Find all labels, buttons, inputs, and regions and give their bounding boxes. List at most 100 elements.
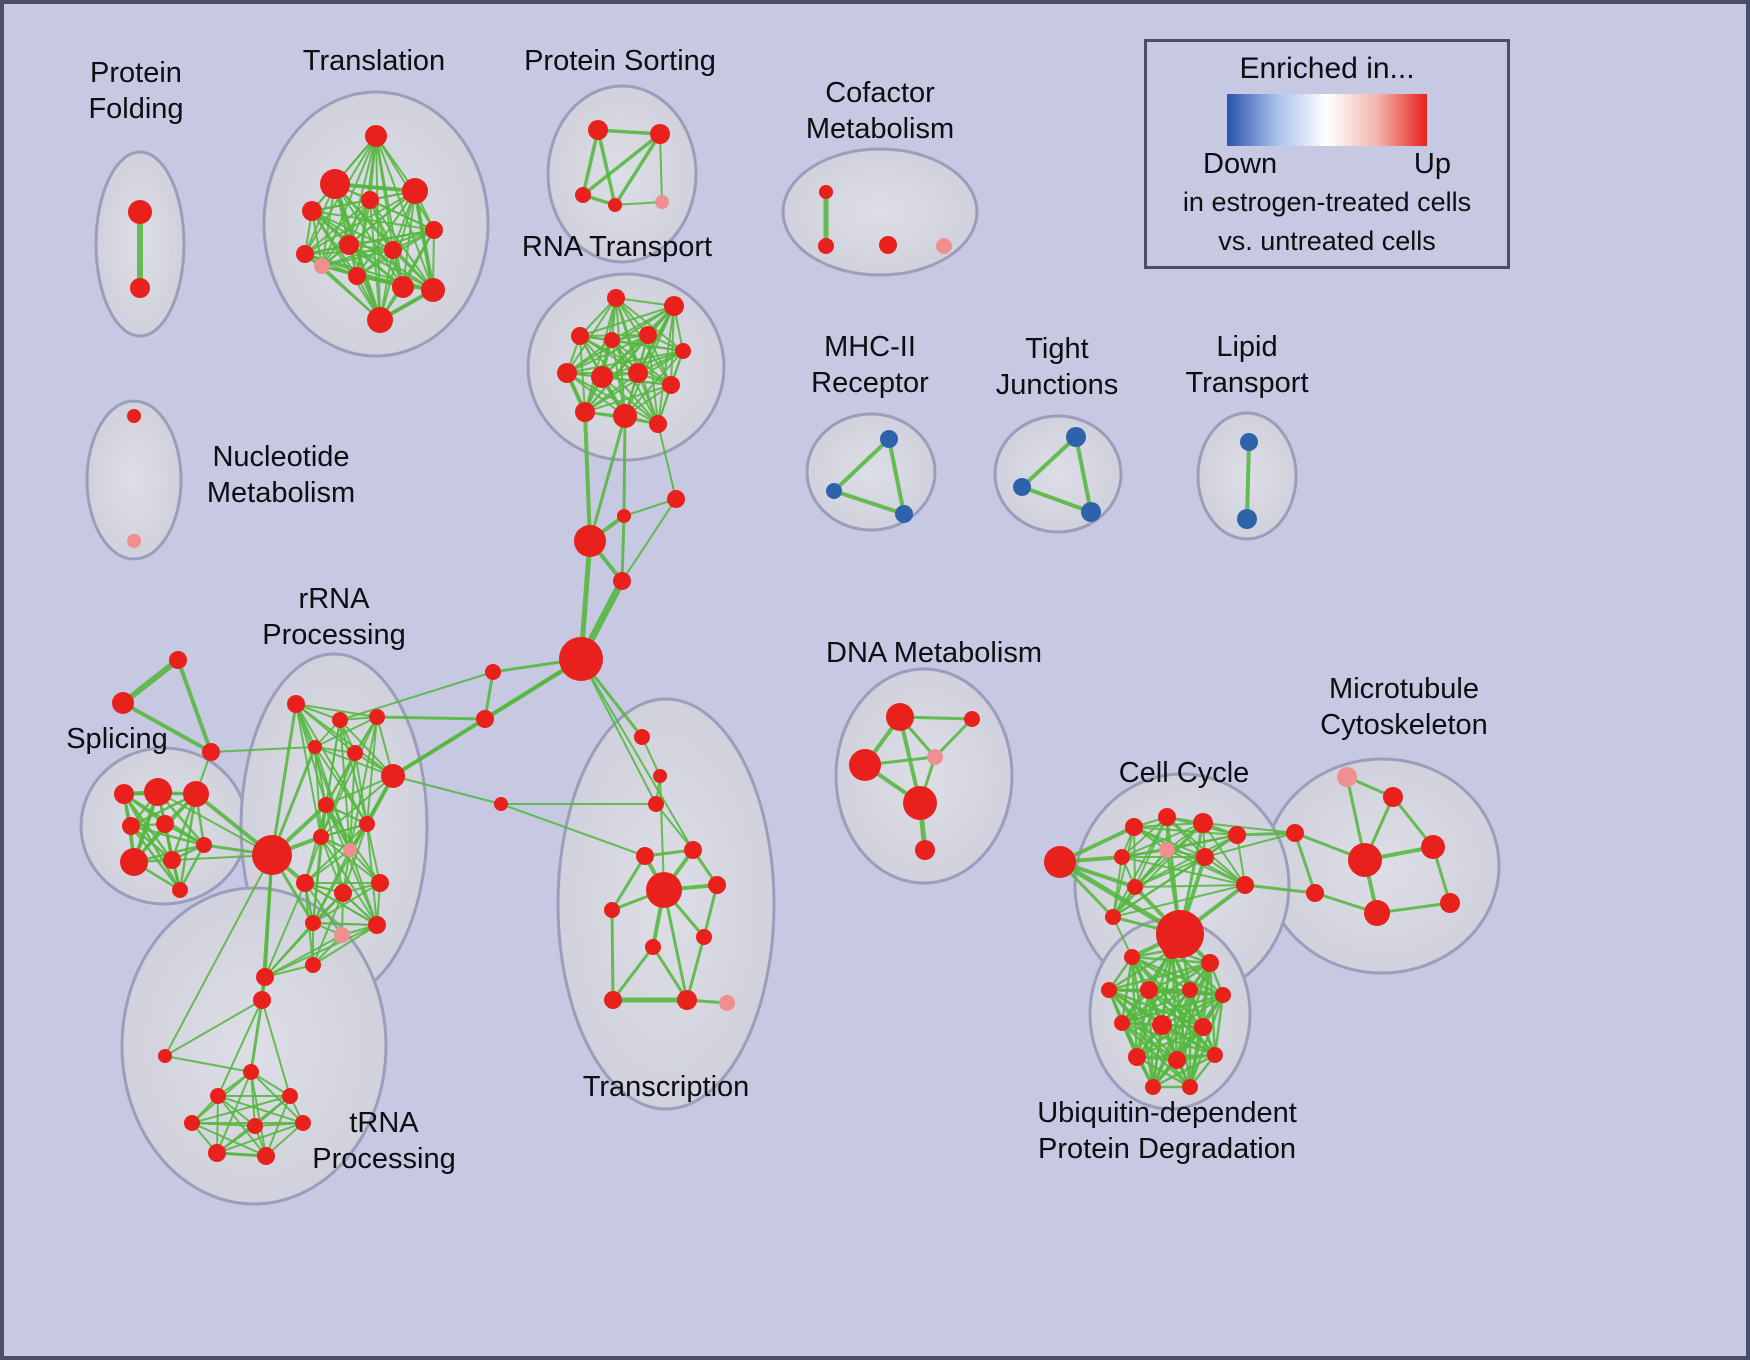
network-node: [381, 764, 405, 788]
network-node: [608, 198, 622, 212]
network-node: [158, 1049, 172, 1063]
network-node: [334, 884, 352, 902]
network-node: [252, 835, 292, 875]
network-node: [256, 968, 274, 986]
network-node: [607, 289, 625, 307]
network-node: [574, 525, 606, 557]
network-node: [202, 743, 220, 761]
network-node: [421, 278, 445, 302]
network-edge: [579, 335, 672, 386]
cluster-ellipse-protein-sorting: [546, 84, 698, 264]
network-node: [915, 840, 935, 860]
network-edge: [1107, 961, 1212, 992]
network-node: [247, 1118, 263, 1134]
network-node: [156, 815, 174, 833]
network-node: [208, 1144, 226, 1162]
network-node: [646, 872, 682, 908]
network-node: [369, 709, 385, 725]
network-edge: [191, 1095, 291, 1124]
network-edge: [348, 244, 434, 291]
network-edge: [264, 924, 378, 978]
network-node: [879, 236, 897, 254]
network-node: [604, 902, 620, 918]
network-edge: [1188, 993, 1225, 1089]
network-edge: [339, 671, 494, 721]
network-node: [964, 711, 980, 727]
network-node: [128, 200, 152, 224]
network-edge: [191, 1122, 267, 1157]
network-node: [127, 409, 141, 423]
network-node: [308, 740, 322, 754]
network-edge: [312, 924, 378, 966]
network-edge: [659, 133, 663, 203]
legend-down-label: Down: [1203, 148, 1278, 180]
cluster-ellipse-mhc2-receptor: [805, 412, 937, 532]
network-node: [667, 490, 685, 508]
network-node: [334, 927, 350, 943]
network-node: [127, 534, 141, 548]
network-edge: [1135, 1025, 1205, 1059]
network-edge: [314, 746, 322, 838]
network-node: [348, 267, 366, 285]
network-node: [662, 376, 680, 394]
network-node: [392, 276, 414, 298]
network-node: [305, 957, 321, 973]
network-edge: [164, 854, 273, 1057]
network-edge: [325, 752, 356, 806]
network-node: [677, 990, 697, 1010]
network-node: [1081, 502, 1101, 522]
network-node: [320, 169, 350, 199]
network-node: [1140, 981, 1158, 999]
network-edge: [270, 702, 298, 857]
network-edge: [1147, 988, 1217, 1057]
network-edge: [121, 701, 213, 754]
network-edge: [333, 182, 382, 322]
network-edge: [354, 752, 368, 825]
network-node: [557, 363, 577, 383]
network-edge: [500, 803, 646, 857]
network-edge: [610, 908, 615, 1002]
network-node: [1114, 1015, 1130, 1031]
network-edge: [579, 305, 675, 337]
network-node: [1215, 987, 1231, 1003]
network-node: [1306, 884, 1324, 902]
network-node: [653, 769, 667, 783]
network-edge: [320, 836, 378, 926]
network-edge: [348, 229, 435, 246]
network-edge: [614, 201, 663, 206]
network-node: [1127, 879, 1143, 895]
network-node: [684, 841, 702, 859]
network-edge: [1147, 961, 1212, 992]
network-node: [1013, 478, 1031, 496]
network-node: [1237, 509, 1257, 529]
network-node: [163, 851, 181, 869]
network-edge: [1202, 822, 1296, 834]
legend-title: Enriched in...: [1239, 52, 1415, 85]
network-node: [122, 817, 140, 835]
network-edge: [1074, 435, 1093, 514]
network-edge: [832, 489, 906, 516]
network-node: [571, 327, 589, 345]
network-node: [886, 703, 914, 731]
network-edge: [375, 135, 434, 291]
network-edge: [566, 334, 649, 374]
network-node: [282, 1088, 298, 1104]
network-node: [184, 1115, 200, 1131]
network-edge: [623, 498, 677, 517]
network-node: [1159, 842, 1175, 858]
network-node: [1228, 826, 1246, 844]
network-node: [675, 343, 691, 359]
legend-note-line2: vs. untreated cells: [1218, 226, 1436, 257]
legend-box: Enriched in... Down Up in estrogen-treat…: [1144, 39, 1510, 269]
network-edge: [1213, 993, 1225, 1057]
network-node: [849, 749, 881, 781]
network-node: [367, 307, 393, 333]
network-edge: [1121, 816, 1168, 858]
network-node: [1182, 982, 1198, 998]
network-edge: [366, 716, 378, 825]
network-canvas: [79, 84, 1501, 1206]
legend-scale-labels: Down Up: [1203, 148, 1451, 181]
network-edge: [178, 843, 206, 892]
network-node: [1145, 1079, 1161, 1095]
network-edge: [265, 1095, 291, 1157]
